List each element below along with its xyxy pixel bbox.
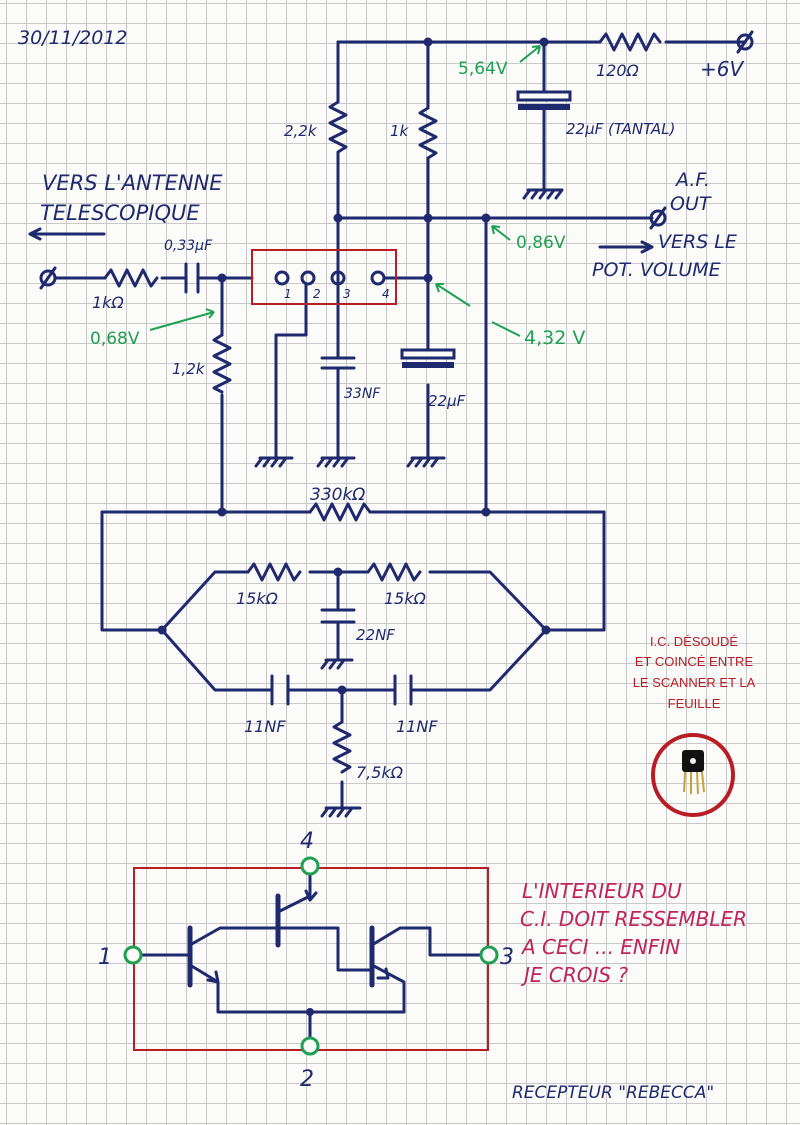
resistors <box>103 32 662 774</box>
note-line-1: I.C. DÉSOUDÉ <box>650 634 738 649</box>
antenna-label: VERS L'ANTENNE <box>42 171 223 195</box>
terminals <box>39 30 754 290</box>
resistor-1k-top <box>418 106 438 160</box>
capacitor-22n <box>320 608 356 624</box>
interior-note-line-3: A CECI ... ENFIN <box>520 935 680 959</box>
wires <box>53 40 747 810</box>
interior-note-line-2: C.I. DOIT RESSEMBLER <box>520 907 747 931</box>
ground-icon <box>254 456 294 468</box>
ic-photo <box>651 733 735 817</box>
note-line-2: ET COINCÉ ENTRE <box>635 654 754 669</box>
pot-volume-label: POT. VOLUME <box>592 259 721 281</box>
label-033: 0,33μF <box>164 238 213 254</box>
capacitor-11n-right <box>393 674 413 706</box>
interior-note-line-4: JE CROIS ? <box>520 963 628 987</box>
label-1k-input: 1kΩ <box>92 293 124 312</box>
ic-pin-label: 1 <box>284 287 292 301</box>
capacitor-electrolytic-22u <box>400 348 456 368</box>
receiver-title: RECEPTEUR "REBECCA" <box>512 1083 714 1103</box>
label-1k-top: 1k <box>390 122 410 140</box>
voltage-supply: 5,64V <box>458 59 508 79</box>
terminal-supply <box>736 33 754 51</box>
ic-pin-label: 4 <box>382 287 390 301</box>
capacitor-11n-left <box>270 674 290 706</box>
grounds <box>254 188 564 818</box>
resistor-15k-right <box>366 562 422 582</box>
ground-icon <box>320 658 354 670</box>
voltage-out: 0,86V <box>516 233 566 253</box>
ic-pin-label: 2 <box>313 287 321 301</box>
resistor-1k-input <box>103 268 159 288</box>
resistor-7k5 <box>332 720 352 774</box>
resistor-120 <box>598 32 662 52</box>
ic-package: 1 2 3 4 <box>251 249 397 305</box>
label-15k-right: 15kΩ <box>384 589 427 608</box>
pin-3-label: 3 <box>500 945 514 970</box>
note-line-3: LE SCANNER ET LA <box>633 675 756 690</box>
supply-label: +6V <box>700 57 744 81</box>
ground-icon <box>406 456 446 468</box>
out-label: OUT <box>670 193 712 215</box>
date-label: 30/11/2012 <box>18 27 128 49</box>
label-11n-left: 11NF <box>244 717 286 736</box>
resistor-2k2 <box>328 100 348 160</box>
label-22n: 22NF <box>356 626 395 644</box>
vers-le-label: VERS LE <box>658 231 737 253</box>
antenna-label-2: TELESCOPIQUE <box>40 201 200 225</box>
capacitor-tantal-22u <box>516 90 572 110</box>
terminal-antenna <box>39 269 57 287</box>
capacitor-033 <box>184 262 200 294</box>
resistor-330k <box>308 502 372 522</box>
label-120: 120Ω <box>596 61 640 80</box>
voltage-arrows <box>149 45 541 337</box>
terminal-af-out <box>649 209 667 227</box>
af-label: A.F. <box>674 169 710 191</box>
ground-icon <box>320 806 362 818</box>
voltage-pin4: 4,32 V <box>524 327 585 349</box>
label-7k5: 7,5kΩ <box>356 763 404 782</box>
pin-1-label: 1 <box>98 945 112 970</box>
pin-4-label: 4 <box>300 829 314 854</box>
arrows <box>28 227 654 254</box>
arrow-right-icon <box>598 240 654 254</box>
label-33n: 33NF <box>344 386 381 402</box>
capacitors <box>184 262 413 706</box>
label-330k: 330kΩ <box>310 485 365 505</box>
junctions <box>157 37 551 695</box>
note-line-4: FEUILLE <box>668 696 721 711</box>
ground-icon <box>522 188 564 200</box>
label-11n-right: 11NF <box>396 717 438 736</box>
arrow-left-icon <box>28 227 106 241</box>
transistor-equivalent: 1 3 4 2 <box>98 829 514 1092</box>
label-2k2: 2,2k <box>284 122 318 140</box>
label-tantal: 22μF (TANTAL) <box>566 120 675 138</box>
label-15k-left: 15kΩ <box>236 589 279 608</box>
label-22u: 22μF <box>428 392 466 410</box>
capacitor-33n <box>320 356 356 370</box>
label-1k2: 1,2k <box>172 360 206 378</box>
voltage-in: 0,68V <box>90 329 140 349</box>
pin-2-label: 2 <box>300 1067 314 1092</box>
ic-pin-label: 3 <box>343 287 351 301</box>
resistor-1k2 <box>212 333 232 394</box>
resistor-15k-left <box>246 562 302 582</box>
ground-icon <box>316 456 356 468</box>
interior-note-line-1: L'INTERIEUR DU <box>522 879 682 903</box>
